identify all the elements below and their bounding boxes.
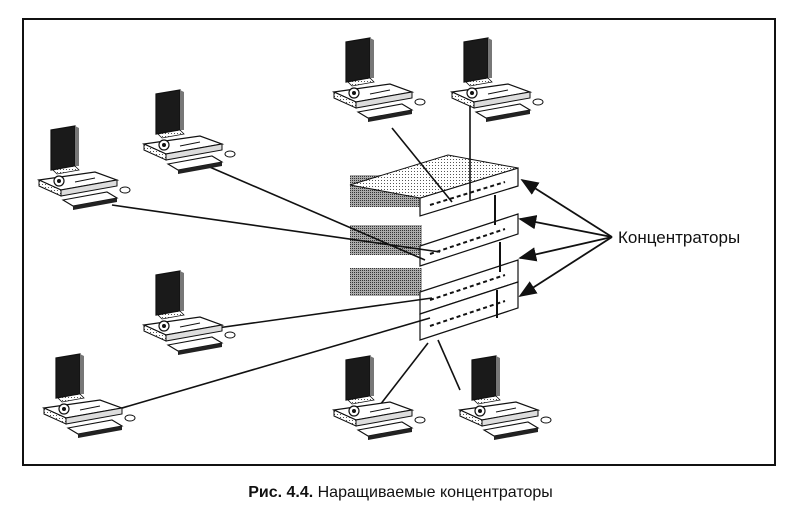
figure-caption: Рис. 4.4. Наращиваемые концентраторы [0,484,801,502]
hub-label: Концентраторы [618,228,741,247]
computer-2 [143,89,236,175]
computer-7 [333,355,426,441]
computer-8 [459,355,552,441]
caption-number: Рис. 4.4. [248,484,314,501]
callout-arrows [518,179,613,297]
computer-6 [43,353,136,439]
caption-text: Наращиваемые концентраторы [317,484,553,501]
computer-1 [38,125,131,211]
computer-4 [451,37,544,123]
hub-middle [419,213,519,267]
hub-bottom [419,259,519,341]
network-cables [97,100,471,416]
stack-cables [494,195,501,318]
hub-top [349,154,519,217]
computer-3 [333,37,426,123]
computer-5 [143,270,236,356]
